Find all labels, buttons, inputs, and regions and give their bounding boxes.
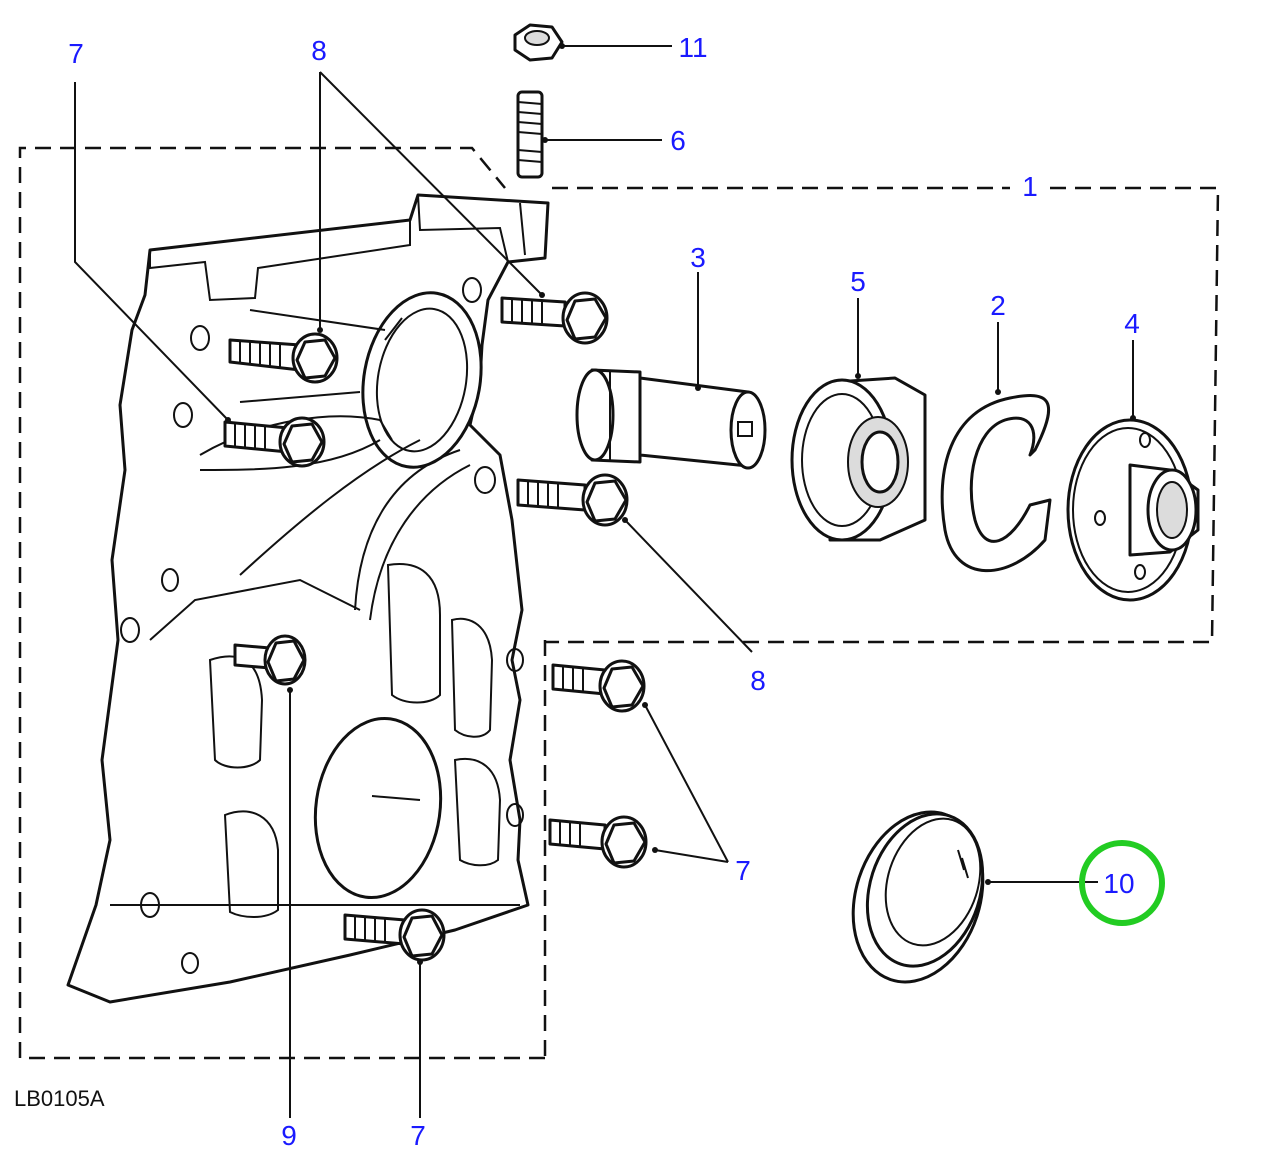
bolt-lower-cover-9 xyxy=(233,634,307,686)
callout-3: 3 xyxy=(690,242,706,273)
bolt-bottom-cover xyxy=(343,908,446,962)
diagram-reference-code: LB0105A xyxy=(14,1086,105,1111)
oil-seal-part xyxy=(851,810,985,984)
callout-4: 4 xyxy=(1124,308,1140,339)
bolt-mid-left xyxy=(223,416,326,468)
bolt-lower-right-2 xyxy=(548,815,648,869)
bolt-upper-left xyxy=(228,332,339,384)
stud-part xyxy=(516,90,544,179)
leader-lines xyxy=(74,43,1136,1118)
callout-5: 5 xyxy=(850,266,866,297)
bolt-lower-right-1 xyxy=(551,659,646,713)
flange-part xyxy=(1066,418,1200,602)
callout-7-right: 7 xyxy=(735,855,751,886)
callout-2: 2 xyxy=(990,290,1006,321)
highlight-ring xyxy=(1079,840,1165,926)
bolt-mid-right xyxy=(516,473,629,527)
idler-assembly-boundary xyxy=(545,186,1220,644)
timing-cover-part xyxy=(66,193,550,1004)
cover-assembly-boundary xyxy=(18,146,545,1060)
idler-spindle-part xyxy=(575,368,767,470)
callout-7-top-left: 7 xyxy=(68,38,84,69)
bearing-part xyxy=(790,376,927,542)
callout-8-right: 8 xyxy=(750,665,766,696)
bolt-upper-right xyxy=(500,291,609,345)
callout-6: 6 xyxy=(670,125,686,156)
nut-part xyxy=(513,23,564,62)
callout-8-top: 8 xyxy=(311,35,327,66)
callout-1: 1 xyxy=(1022,171,1038,202)
circlip-part xyxy=(940,394,1052,573)
callout-9: 9 xyxy=(281,1120,297,1151)
callout-7-bottom: 7 xyxy=(410,1120,426,1151)
callout-11: 11 xyxy=(678,32,707,63)
callout-10: 10 xyxy=(1103,868,1134,899)
